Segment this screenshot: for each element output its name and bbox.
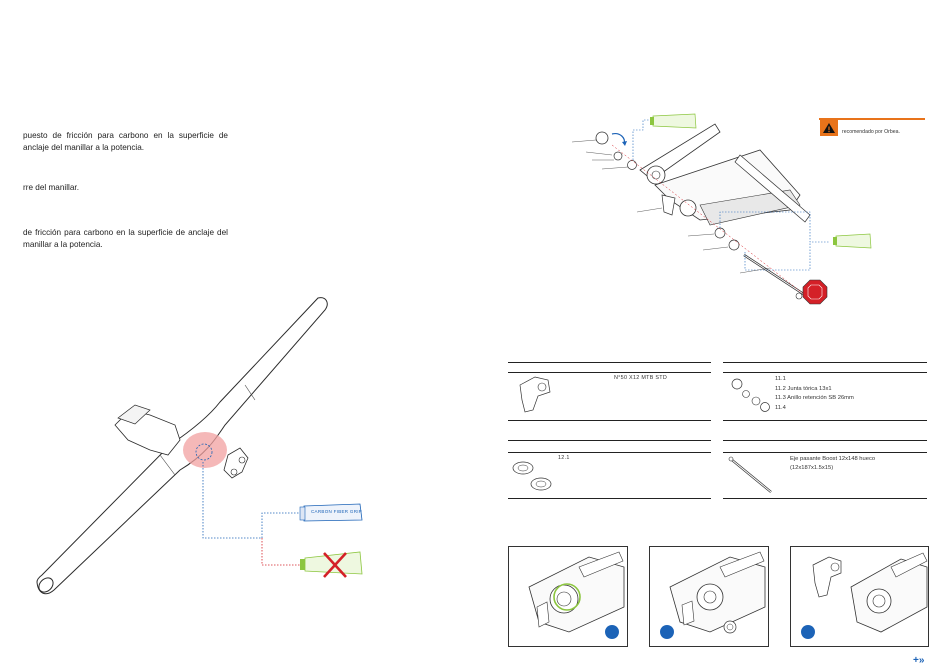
next-page-arrow[interactable]: +» [913, 655, 925, 666]
warning-text: recomendado por Orbea. [842, 129, 900, 135]
paragraph-3: de fricción para carbono en la superfici… [23, 228, 228, 249]
step-box-3 [790, 546, 929, 647]
part-code-hanger: N°50 X12 MTB STD [614, 375, 668, 381]
table-line [508, 372, 711, 373]
table-line [508, 362, 711, 363]
table-line [508, 452, 711, 453]
warning-icon [820, 120, 838, 136]
step-2-illustration [669, 551, 766, 634]
step-box-2 [649, 546, 769, 647]
table-line [723, 372, 927, 373]
step-1-marker [605, 625, 619, 639]
table-line [723, 362, 927, 363]
axle-dimensions: (12x187x1.5x15) [790, 465, 834, 471]
step-1-illustration [528, 551, 625, 633]
warning-bar [819, 118, 925, 120]
table-line [508, 440, 711, 441]
table-line [723, 440, 927, 441]
part-item-11-3: 11.3 Anillo retención SB 26mm [775, 395, 854, 401]
step-3-illustration [812, 552, 928, 633]
table-line [508, 420, 711, 421]
axle-description: Eje pasante Boost 12x148 hueco [790, 456, 876, 462]
table-line [723, 452, 927, 453]
step-2-marker [660, 625, 674, 639]
paragraph-1: puesto de fricción para carbono en la su… [23, 131, 228, 152]
table-line [508, 498, 711, 499]
table-line [723, 420, 927, 421]
part-item-11-1: 11.1 [775, 376, 786, 382]
part-item-11-2: 11.2 Junta tórica 13x1 [775, 386, 832, 392]
part-code-12-1: 12.1 [558, 455, 570, 461]
step-3-marker [801, 625, 815, 639]
table-line [723, 498, 927, 499]
grip-tube-label: CARBON FIBER GRIP [311, 509, 363, 514]
step-box-1 [508, 546, 628, 647]
part-item-11-4: 11.4 [775, 405, 786, 411]
paragraph-2: rre del manillar. [23, 183, 79, 192]
